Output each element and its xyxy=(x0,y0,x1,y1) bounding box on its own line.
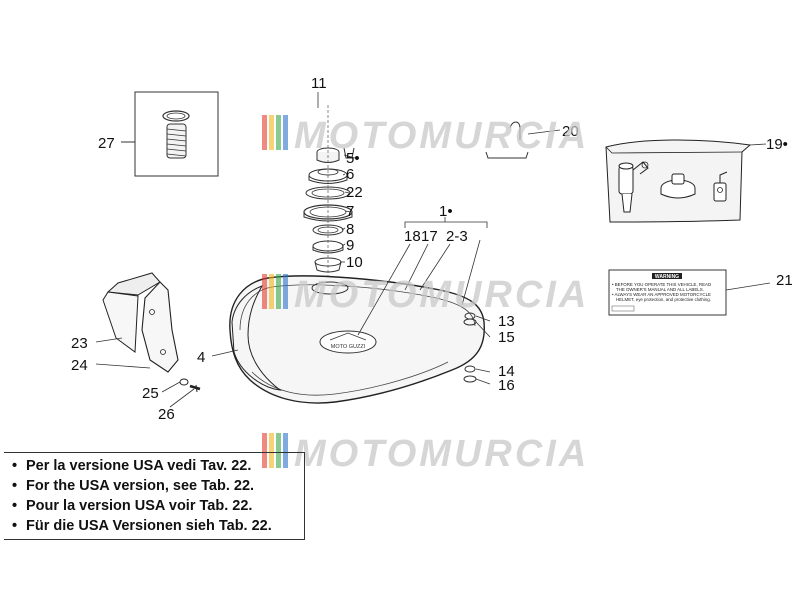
callout-27: 27 xyxy=(98,135,115,152)
callout-14: 14 xyxy=(498,363,515,380)
note-italian: • Per la versione USA vedi Tav. 22. xyxy=(12,458,251,474)
note-german: • Für die USA Versionen sieh Tab. 22. xyxy=(12,518,272,534)
fuel-tank: MOTO GUZZI xyxy=(229,275,485,404)
side-cover-leaders xyxy=(95,337,195,408)
callout-16: 16 xyxy=(498,377,515,394)
part-20-clip xyxy=(485,121,561,159)
part-27-box xyxy=(134,91,219,177)
tank-leaders xyxy=(211,217,491,385)
callout-26: 26 xyxy=(158,406,175,423)
callout-2-3: 2-3 xyxy=(446,228,468,245)
watermark-stripe xyxy=(276,433,281,468)
callout-7: 7 xyxy=(346,203,354,220)
watermark-stripe xyxy=(283,433,288,468)
callout-20: 20 xyxy=(562,123,579,140)
note-italian-text: Per la versione USA vedi Tav. 22. xyxy=(26,458,252,474)
watermark-stripe xyxy=(276,115,281,150)
stack-leaders xyxy=(317,92,356,263)
note-english: • For the USA version, see Tab. 22. xyxy=(12,478,254,494)
watermark-text-middle: MOTOMURCIA xyxy=(294,274,589,316)
watermark-stripe xyxy=(262,433,267,468)
part-21-warning-label: WARNING • BEFORE YOU OPERATE THIS VEHICL… xyxy=(608,269,771,316)
usa-version-notes: • Per la versione USA vedi Tav. 22. • For … xyxy=(4,452,305,540)
callout-15: 15 xyxy=(498,329,515,346)
note-french-text: Pour la version USA voir Tab. 22. xyxy=(26,498,253,514)
watermark-stripe xyxy=(262,274,267,309)
note-bullet: • xyxy=(12,498,18,514)
callout-8: 8 xyxy=(346,221,354,238)
note-bullet: • xyxy=(12,478,18,494)
watermark-stripe xyxy=(269,115,274,150)
watermark-stripe xyxy=(283,115,288,150)
callout-5: 5• xyxy=(346,150,360,167)
callout-19: 19• xyxy=(766,136,788,153)
note-german-text: Für die USA Versionen sieh Tab. 22. xyxy=(26,518,272,534)
watermark-stripe xyxy=(262,115,267,150)
callout-23: 23 xyxy=(71,335,88,352)
callout-25: 25 xyxy=(142,385,159,402)
callout-1: 1• xyxy=(439,203,453,220)
callout-24: 24 xyxy=(71,357,88,374)
note-french: • Pour la version USA voir Tab. 22. xyxy=(12,498,252,514)
side-cover xyxy=(102,272,201,393)
callout-21: 21 xyxy=(776,272,793,289)
callout-22: 22 xyxy=(346,184,363,201)
tank-logo: MOTO GUZZI xyxy=(331,344,366,350)
warning-label-title: WARNING xyxy=(655,274,679,280)
warning-label-line-1: • BEFORE YOU OPERATE THIS VEHICLE, READ xyxy=(612,282,711,287)
cap-stack xyxy=(303,105,355,282)
warning-label-line-3: • ALWAYS WEAR AN APPROVED MOTORCYCLE xyxy=(612,292,711,297)
callout-4: 4 xyxy=(197,349,205,366)
watermark-text-top: MOTOMURCIA xyxy=(294,115,589,157)
watermark-text-bottom: MOTOMURCIA xyxy=(294,433,589,475)
watermark-top: MOTOMURCIA xyxy=(262,115,589,157)
callout-17: 17 xyxy=(421,228,438,245)
callout-9: 9 xyxy=(346,237,354,254)
warning-label-line-4: HELMET, eye protection, and protective c… xyxy=(616,297,711,302)
callout-13: 13 xyxy=(498,313,515,330)
watermark-stripe xyxy=(269,433,274,468)
callout-10: 10 xyxy=(346,254,363,271)
part-19-lock-kit xyxy=(605,139,767,223)
warning-label-line-2: THE OWNER'S MANUAL AND ALL LABELS. xyxy=(616,287,704,292)
watermark-stripe xyxy=(283,274,288,309)
watermark-stripe xyxy=(276,274,281,309)
callout-labels: 11 27 5• 6 22 7 8 9 10 20 19• 1• 18 17 2… xyxy=(71,75,793,423)
watermark-stripe xyxy=(269,274,274,309)
callout-18: 18 xyxy=(404,228,421,245)
watermark-bottom: MOTOMURCIA xyxy=(262,433,589,475)
note-bullet: • xyxy=(12,518,18,534)
watermark-middle: MOTOMURCIA xyxy=(262,274,589,316)
callout-11: 11 xyxy=(311,75,327,92)
note-bullet: • xyxy=(12,458,18,474)
callout-6: 6 xyxy=(346,166,354,183)
note-english-text: For the USA version, see Tab. 22. xyxy=(26,478,255,494)
